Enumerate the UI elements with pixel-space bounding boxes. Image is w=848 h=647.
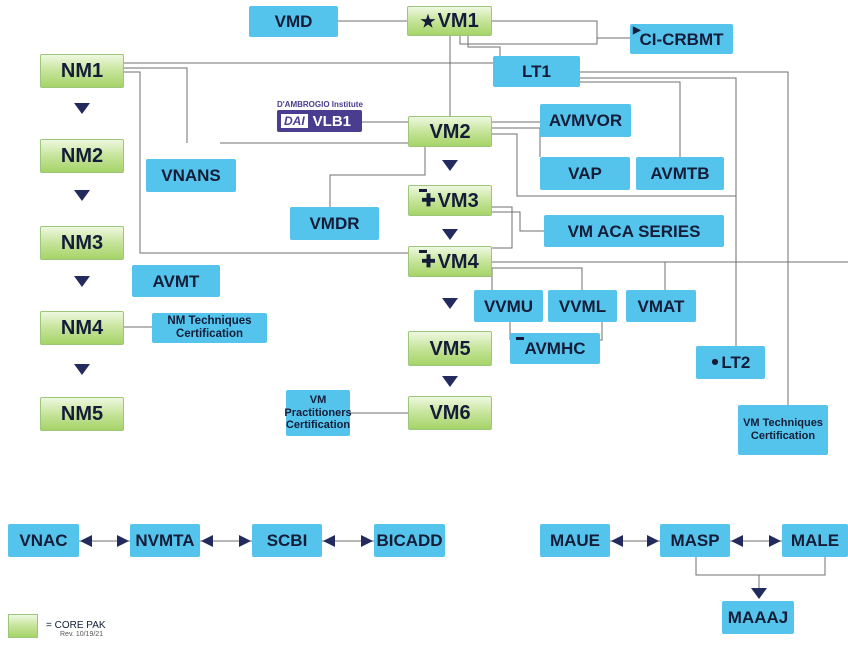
node-label: NM5 bbox=[60, 403, 104, 425]
node-male: MALE bbox=[782, 524, 848, 557]
node-label: VMDR bbox=[309, 214, 360, 233]
dai-logo-icon: DAI bbox=[281, 114, 308, 128]
node-lt2: ● LT2 bbox=[696, 346, 765, 379]
node-bicadd: BICADD bbox=[374, 524, 445, 557]
node-label: BICADD bbox=[376, 531, 443, 550]
plus-icon: ✚ bbox=[421, 191, 436, 210]
node-label: VVML bbox=[558, 296, 607, 316]
node-label: VM3 bbox=[437, 189, 479, 212]
node-label: VNANS bbox=[161, 166, 221, 185]
level-dash-icon bbox=[419, 250, 427, 253]
arrow-down-vm5-vm6 bbox=[442, 376, 458, 387]
node-ci-crbmt: ▶ CI-CRBMT bbox=[630, 24, 733, 54]
node-label: NM3 bbox=[60, 232, 104, 254]
node-vm2: VM2 bbox=[408, 116, 492, 147]
node-label: VM4 bbox=[437, 250, 479, 273]
node-vap: VAP bbox=[540, 157, 630, 190]
arrow-down-nm4-nm5 bbox=[74, 364, 90, 375]
node-avmt: AVMT bbox=[132, 265, 220, 297]
node-label: NM4 bbox=[60, 317, 104, 339]
node-vm-practitioners-certification: VM Practitioners Certification bbox=[284, 390, 352, 436]
node-nm2: NM2 bbox=[40, 139, 124, 173]
dai-institute-caption: D'AMBROGIO Institute bbox=[277, 100, 363, 109]
node-vmd: VMD bbox=[249, 6, 338, 37]
node-nm1: NM1 bbox=[40, 54, 124, 88]
node-vmdr: VMDR bbox=[290, 207, 379, 240]
node-label: VAP bbox=[568, 164, 602, 183]
node-vvmu: VVMU bbox=[474, 290, 543, 322]
node-label: VVMU bbox=[483, 296, 534, 316]
node-label: VM2 bbox=[429, 120, 471, 143]
node-label: VMAT bbox=[637, 296, 685, 316]
node-label: VM5 bbox=[429, 337, 471, 360]
node-avmhc: AVMHC bbox=[510, 333, 600, 364]
node-nm5: NM5 bbox=[40, 397, 124, 431]
node-scbi: SCBI bbox=[252, 524, 322, 557]
node-lt1: LT1 bbox=[493, 56, 580, 87]
node-label: LT2 bbox=[721, 353, 751, 372]
node-nm3: NM3 bbox=[40, 226, 124, 260]
node-vnac: VNAC bbox=[8, 524, 79, 557]
node-label: MAUE bbox=[549, 531, 601, 550]
node-label: VNAC bbox=[19, 531, 68, 550]
node-maue: MAUE bbox=[540, 524, 610, 557]
node-label: NM1 bbox=[60, 60, 104, 82]
node-nvmta: NVMTA bbox=[130, 524, 200, 557]
node-label: AVMTB bbox=[650, 164, 710, 183]
level-dash-icon bbox=[516, 337, 524, 340]
node-label: NVMTA bbox=[135, 531, 195, 550]
node-label: VMD bbox=[274, 12, 313, 31]
node-label: MALE bbox=[790, 531, 840, 550]
arrow-down-nm1-nm2 bbox=[74, 103, 90, 114]
node-vm3: ✚ VM3 bbox=[408, 185, 492, 216]
node-vm5: VM5 bbox=[408, 331, 492, 366]
arrow-down-nm3-nm4 bbox=[74, 276, 90, 287]
node-masp: MASP bbox=[660, 524, 730, 557]
arrow-down-vm2-vm3 bbox=[442, 160, 458, 171]
node-vmat: VMAT bbox=[626, 290, 696, 322]
node-vvml: VVML bbox=[548, 290, 617, 322]
node-vm4: ✚ VM4 bbox=[408, 246, 492, 277]
arrow-down-masp-maaaj bbox=[751, 588, 767, 599]
node-avmtb: AVMTB bbox=[636, 157, 724, 190]
node-label: MASP bbox=[670, 531, 720, 550]
node-label: LT1 bbox=[522, 62, 551, 81]
arrow-down-vm3-vm4 bbox=[442, 229, 458, 240]
revision-date: Rev. 10/19/21 bbox=[60, 631, 104, 638]
node-label: VM1 bbox=[437, 10, 479, 32]
node-vlb1: DAI VLB1 bbox=[277, 110, 362, 132]
bullet-icon: ● bbox=[710, 354, 720, 371]
node-vm-aca-series: VM ACA SERIES bbox=[544, 215, 724, 247]
node-label: VLB1 bbox=[312, 112, 352, 130]
triangle-right-icon: ▶ bbox=[633, 25, 641, 36]
node-maaaj: MAAAJ bbox=[722, 601, 794, 634]
node-vm-techniques-certification: VM Techniques Certification bbox=[738, 405, 828, 455]
node-label: NM2 bbox=[60, 145, 104, 167]
node-label: VM ACA SERIES bbox=[567, 221, 701, 241]
node-label: AVMVOR bbox=[548, 111, 623, 130]
arrow-down-vm4-vm5 bbox=[442, 298, 458, 309]
plus-icon: ✚ bbox=[421, 252, 436, 271]
node-nm4: NM4 bbox=[40, 311, 124, 345]
node-vm6: VM6 bbox=[408, 396, 492, 430]
node-vm1: ★ VM1 bbox=[407, 6, 492, 36]
node-label: AVMHC bbox=[524, 339, 586, 358]
node-nm-techniques-certification: NM Techniques Certification bbox=[152, 313, 267, 343]
arrow-down-nm2-nm3 bbox=[74, 190, 90, 201]
star-icon: ★ bbox=[420, 11, 436, 31]
node-label: MAAAJ bbox=[727, 608, 789, 627]
node-vnans: VNANS bbox=[146, 159, 236, 192]
node-label: VM Practitioners Certification bbox=[284, 394, 352, 432]
legend-core-pak-swatch bbox=[8, 614, 38, 638]
node-label: AVMT bbox=[152, 271, 200, 291]
node-label: SCBI bbox=[266, 531, 308, 550]
legend-core-pak-label: = CORE PAK bbox=[46, 620, 106, 631]
node-label: NM Techniques Certification bbox=[167, 314, 252, 340]
node-label: CI-CRBMT bbox=[639, 29, 724, 49]
node-label: VM Techniques Certification bbox=[743, 417, 823, 442]
node-avmvor: AVMVOR bbox=[540, 104, 631, 137]
node-label: VM6 bbox=[429, 402, 471, 424]
level-dash-icon bbox=[419, 189, 427, 192]
